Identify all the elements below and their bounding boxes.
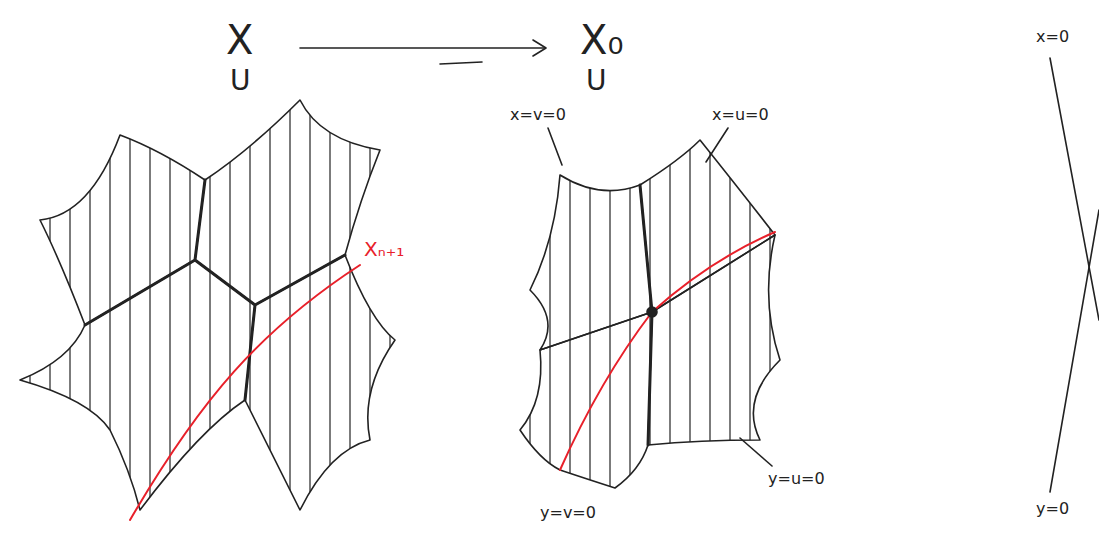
map-arrow (300, 47, 545, 49)
smoothed-surface (20, 100, 395, 510)
leader-line (740, 438, 772, 466)
arrow-head (533, 40, 546, 56)
curve-line (1050, 210, 1099, 492)
inclusion-symbol: U (586, 66, 607, 97)
red-curve (560, 232, 775, 470)
curve-label: Xₙ₊₁ (364, 238, 404, 260)
red-curve (130, 265, 360, 520)
axis-label: x=0 (1036, 28, 1069, 46)
space-name: X₀ (580, 18, 623, 62)
curve-line (1050, 58, 1099, 320)
singular-surface (520, 140, 780, 488)
component-label: x=v=0 (510, 106, 566, 124)
inclusion-symbol: U (230, 66, 251, 97)
component-label: y=u=0 (768, 470, 825, 488)
leader-line (548, 128, 562, 165)
axis-label: y=0 (1036, 500, 1069, 518)
leader-line (706, 128, 728, 162)
singular-point (647, 307, 657, 317)
component-label: x=u=0 (712, 106, 769, 124)
pen-stroke (440, 62, 482, 64)
component-label: y=v=0 (540, 504, 596, 522)
space-name: X (226, 18, 253, 62)
